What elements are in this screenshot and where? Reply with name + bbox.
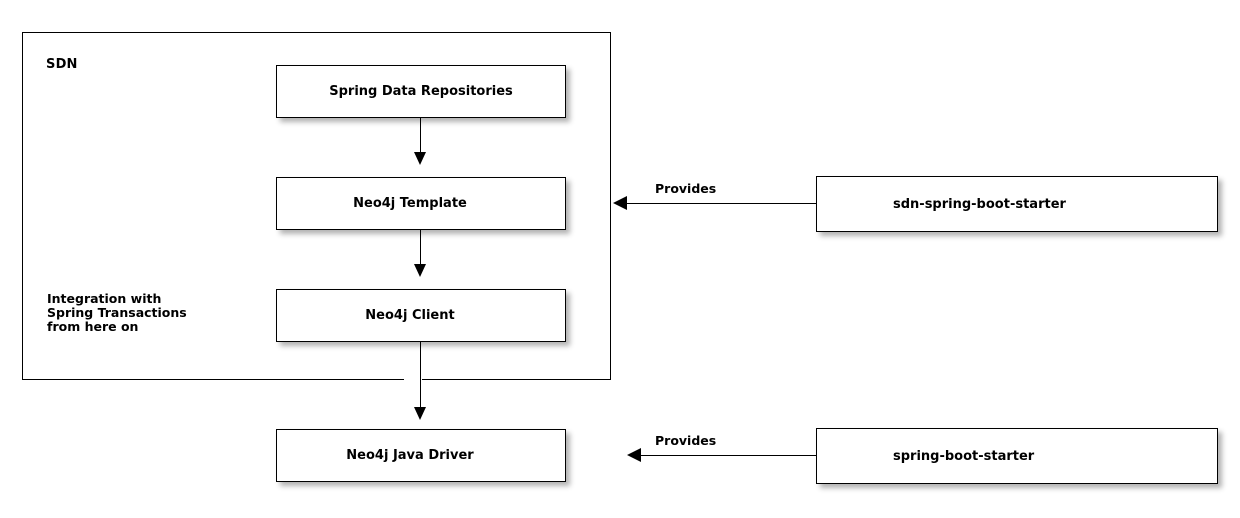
integration-note: Integration with Spring Transactions fro… [47,291,187,334]
sdn-group-border-gap [404,375,422,385]
connector-repositories-to-template-line [420,118,421,161]
edge-provides-driver-line [640,455,816,456]
sdn-group-container [22,32,611,380]
node-neo4j-java-driver-label: Neo4j Java Driver [346,448,474,463]
edge-provides-template-arrowhead [613,196,627,210]
connector-repositories-to-template-arrowhead [414,152,426,165]
connector-client-to-driver-arrowhead [414,407,426,420]
edge-provides-template-line [626,203,816,204]
node-spring-boot-starter-label: spring-boot-starter [893,448,1035,464]
node-neo4j-client-label: Neo4j Client [365,308,455,323]
sdn-group-label: SDN [46,57,78,72]
edge-provides-driver-arrowhead [627,448,641,462]
node-neo4j-java-driver[interactable]: Neo4j Java Driver [276,429,566,482]
node-sdn-spring-boot-starter-label: sdn-spring-boot-starter [893,196,1066,212]
node-sdn-spring-boot-starter[interactable]: sdn-spring-boot-starter [816,176,1218,232]
node-neo4j-template[interactable]: Neo4j Template [276,177,566,230]
edge-provides-driver-label: Provides [655,433,717,448]
node-neo4j-template-label: Neo4j Template [353,196,467,211]
connector-template-to-client-arrowhead [414,264,426,277]
node-spring-boot-starter[interactable]: spring-boot-starter [816,428,1218,484]
node-spring-data-repositories[interactable]: Spring Data Repositories [276,65,566,118]
node-neo4j-client[interactable]: Neo4j Client [276,289,566,342]
edge-provides-template-label: Provides [655,181,717,196]
connector-client-to-driver-line [420,342,421,416]
connector-template-to-client-line [420,230,421,273]
node-spring-data-repositories-label: Spring Data Repositories [329,84,513,99]
